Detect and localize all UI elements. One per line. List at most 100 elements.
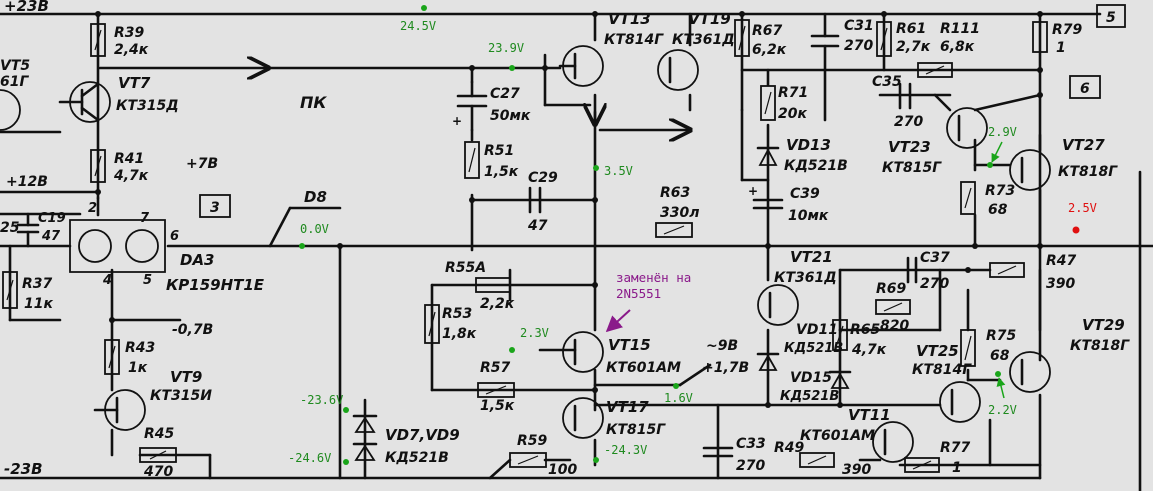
measure-3-5: 3.5V bbox=[604, 164, 633, 178]
svg-text:R77: R77 bbox=[940, 440, 971, 456]
vt15-circle bbox=[562, 331, 604, 373]
svg-text:C33: C33 bbox=[736, 436, 766, 452]
svg-text:820: 820 bbox=[880, 318, 909, 334]
measure-2-2: 2.2V bbox=[988, 403, 1017, 417]
svg-text:КТ601АМ: КТ601АМ bbox=[606, 360, 681, 376]
vt27-circle bbox=[1009, 149, 1051, 191]
svg-text:КТ814Г: КТ814Г bbox=[604, 32, 664, 48]
r75-body bbox=[960, 329, 976, 367]
plus-rail-label: +23B bbox=[4, 0, 49, 15]
svg-text:R71: R71 bbox=[778, 85, 808, 101]
measure-minus-23-6: -23.6V bbox=[300, 393, 343, 407]
frame-3: 3 bbox=[210, 200, 220, 216]
measure-2-9: 2.9V bbox=[988, 125, 1017, 139]
svg-text:VD15: VD15 bbox=[790, 370, 832, 386]
svg-text:61Г: 61Г bbox=[0, 74, 29, 90]
svg-text:R67: R67 bbox=[752, 23, 783, 39]
svg-text:КТ315Д: КТ315Д bbox=[116, 98, 179, 114]
svg-text:R49: R49 bbox=[774, 440, 805, 456]
frame-numbers: 3 5 6 bbox=[199, 4, 1126, 218]
measure-minus-24-3: -24.3V bbox=[604, 443, 647, 457]
d8-label: D8 bbox=[304, 188, 327, 206]
r37-body bbox=[2, 271, 18, 309]
r71-body bbox=[760, 85, 776, 121]
svg-text:470: 470 bbox=[143, 464, 173, 480]
svg-text:47: 47 bbox=[527, 218, 548, 234]
measure-2-5-highlight: 2.5V bbox=[1068, 201, 1097, 215]
svg-text:КТ361Д: КТ361Д bbox=[672, 32, 735, 48]
svg-text:КТ818Г: КТ818Г bbox=[1058, 164, 1118, 180]
r59-body bbox=[509, 452, 547, 468]
svg-text:R41: R41 bbox=[114, 151, 144, 167]
svg-text:R39: R39 bbox=[114, 25, 145, 41]
svg-text:1к: 1к bbox=[128, 360, 148, 376]
svg-text:4: 4 bbox=[102, 273, 112, 288]
svg-text:R65: R65 bbox=[850, 322, 881, 338]
measure-23-9: 23.9V bbox=[488, 41, 524, 55]
plus12b-label: +12B bbox=[6, 174, 48, 190]
svg-text:6,2к: 6,2к bbox=[752, 42, 787, 58]
svg-text:C39: C39 bbox=[790, 186, 820, 202]
svg-text:270: 270 bbox=[894, 114, 923, 130]
svg-text:КТ315И: КТ315И bbox=[150, 388, 212, 404]
svg-text:2,7к: 2,7к bbox=[896, 39, 931, 55]
svg-text:270: 270 bbox=[844, 38, 873, 54]
svg-text:VT5: VT5 bbox=[0, 58, 30, 74]
svg-text:4,7к: 4,7к bbox=[113, 168, 149, 184]
r79-body bbox=[1032, 21, 1048, 53]
svg-text:6,8к: 6,8к bbox=[940, 39, 975, 55]
svg-text:КТ815Г: КТ815Г bbox=[606, 422, 666, 438]
r39-body bbox=[90, 23, 106, 57]
opamp-type: КР159НТ1Е bbox=[166, 276, 265, 294]
r47-body bbox=[989, 262, 1025, 278]
svg-text:VT11: VT11 bbox=[848, 406, 891, 424]
svg-text:R111: R111 bbox=[940, 21, 980, 37]
r111-body bbox=[917, 62, 953, 78]
frame-5: 5 bbox=[1106, 10, 1116, 26]
measure-minus-24-6: -24.6V bbox=[288, 451, 331, 465]
svg-text:КД521В: КД521В bbox=[784, 158, 848, 174]
vt25-circle bbox=[939, 381, 981, 423]
transistor-symbols bbox=[0, 45, 1051, 463]
r41-body bbox=[90, 149, 106, 183]
svg-text:VD13: VD13 bbox=[786, 136, 831, 154]
measure-2-3: 2.3V bbox=[520, 326, 549, 340]
annotation-line1: заменён на bbox=[616, 270, 691, 285]
svg-text:1: 1 bbox=[952, 460, 962, 476]
diode-symbols bbox=[352, 146, 852, 461]
svg-text:+: + bbox=[452, 114, 462, 128]
svg-text:R43: R43 bbox=[125, 340, 155, 356]
svg-text:VT17: VT17 bbox=[606, 398, 649, 416]
v98-label: ~9B bbox=[706, 338, 738, 354]
svg-text:VT23: VT23 bbox=[888, 138, 931, 156]
svg-text:R63: R63 bbox=[660, 185, 690, 201]
resistor-symbols bbox=[2, 19, 1048, 473]
svg-text:КТ815Г: КТ815Г bbox=[882, 160, 942, 176]
r51-body bbox=[464, 141, 480, 179]
svg-text:5: 5 bbox=[143, 273, 152, 288]
capacitor-symbols: + + bbox=[16, 34, 918, 458]
svg-text:4,7к: 4,7к bbox=[851, 342, 887, 358]
component-labels: R39 2,4к R41 4,7к R43 1к R45 470 R37 11к… bbox=[0, 10, 1130, 480]
svg-text:390: 390 bbox=[842, 462, 871, 478]
svg-text:R53: R53 bbox=[442, 306, 472, 322]
svg-text:КД521В: КД521В bbox=[385, 450, 449, 466]
svg-text:КТ818Г: КТ818Г bbox=[1070, 338, 1130, 354]
svg-text:2,2к: 2,2к bbox=[480, 296, 515, 312]
measure-1-6: 1.6V bbox=[664, 391, 693, 405]
svg-text:VT7: VT7 bbox=[118, 74, 151, 92]
r63-body bbox=[655, 222, 693, 238]
svg-text:68: 68 bbox=[988, 202, 1008, 218]
svg-text:10мк: 10мк bbox=[788, 208, 829, 224]
vt21-circle bbox=[757, 284, 799, 326]
svg-text:VD11: VD11 bbox=[796, 322, 838, 338]
svg-text:C35: C35 bbox=[872, 74, 902, 90]
svg-text:КД521В: КД521В bbox=[784, 341, 843, 356]
r65-body bbox=[832, 319, 848, 351]
svg-text:1,5к: 1,5к bbox=[484, 164, 519, 180]
r43-body bbox=[104, 339, 120, 375]
measure-24-5: 24.5V bbox=[400, 19, 436, 33]
plus78-label: +7B bbox=[186, 156, 218, 172]
svg-text:R37: R37 bbox=[22, 276, 53, 292]
